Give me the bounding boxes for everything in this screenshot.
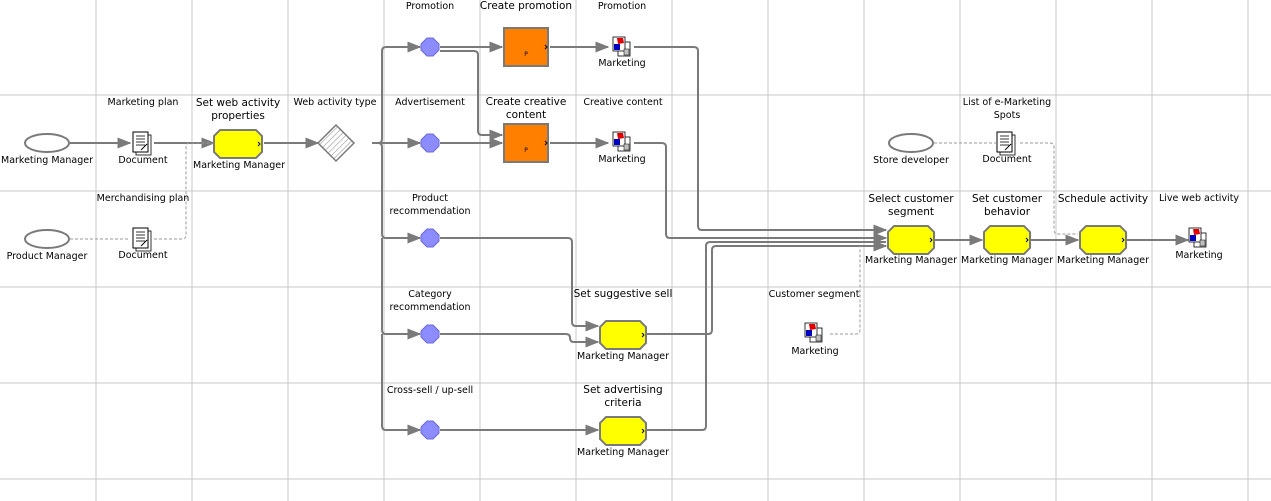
product-manager-actor-label: Product Manager (6, 251, 88, 262)
set-customer-behavior-title: Set customer behavior (971, 193, 1043, 218)
schedule-activity-title: Schedule activity (1057, 193, 1149, 205)
dashed-connectors (70, 142, 1078, 335)
set-suggestive-sell-title: Set suggestive sell (573, 288, 673, 300)
product-recommendation-branch-label: Product recommendation (389, 193, 471, 217)
select-customer-segment-role: Marketing Manager (864, 255, 958, 266)
marketing-manager-actor-shape[interactable] (24, 133, 70, 153)
emarketing-spots-document-label: Document (982, 154, 1032, 165)
store-developer-actor-label: Store developer (873, 155, 949, 166)
promotion-output-system: Marketing (598, 58, 646, 69)
event-product-recommendation (420, 228, 440, 248)
marketing-plan-document-label: Document (118, 155, 168, 166)
live-web-activity-system: Marketing (1175, 250, 1223, 261)
event-promotion (420, 37, 440, 57)
select-customer-segment-title: Select customer segment (868, 193, 954, 218)
create-creative-content-title: Create creative content (485, 96, 567, 121)
web-activity-type-decision[interactable] (316, 123, 356, 163)
create-promotion-title: Create promotion (479, 0, 573, 12)
product-manager-actor-shape[interactable] (24, 229, 70, 249)
set-advertising-criteria-title: Set advertising criteria (583, 384, 663, 409)
promotion-output-label: Promotion (597, 1, 647, 12)
store-developer-actor-shape[interactable] (888, 133, 934, 153)
emarketing-spots-label: List of e-Marketing Spots (962, 97, 1052, 121)
set-web-activity-role: Marketing Manager (192, 160, 286, 171)
task-create-creative-content[interactable] (503, 123, 549, 163)
marketing-plan-label: Marketing plan (107, 97, 179, 108)
event-advertisement (420, 133, 440, 153)
promotion-branch-label: Promotion (405, 1, 455, 12)
event-category-recommendation (420, 324, 440, 344)
creative-output-label: Creative content (583, 97, 663, 108)
branch-events[interactable] (420, 37, 440, 440)
set-web-activity-title: Set web activity properties (195, 97, 281, 122)
category-recommendation-branch-label: Category recommendation (389, 289, 471, 313)
create-promotion-marker: P (524, 51, 528, 58)
connector-lines (70, 41, 1190, 436)
cross-sell-branch-label: Cross-sell / up-sell (386, 385, 474, 396)
creative-output-system: Marketing (598, 154, 646, 165)
task-set-web-activity[interactable] (213, 129, 263, 159)
task-set-advertising-criteria[interactable] (599, 416, 647, 446)
advertisement-branch-label: Advertisement (395, 97, 465, 108)
web-activity-type-label: Web activity type (293, 97, 377, 108)
merchandising-plan-label: Merchandising plan (96, 193, 190, 204)
customer-segment-system: Marketing (791, 346, 839, 357)
event-cross-sell (420, 420, 440, 440)
merchandising-plan-document-label: Document (118, 250, 168, 261)
schedule-activity-role: Marketing Manager (1056, 255, 1150, 266)
task-create-promotion[interactable] (503, 27, 549, 67)
live-web-activity-label: Live web activity (1158, 193, 1240, 204)
marketing-manager-actor-label: Marketing Manager (0, 155, 94, 166)
customer-segment-label: Customer segment (768, 289, 860, 300)
task-schedule-activity[interactable] (1079, 225, 1127, 255)
set-customer-behavior-role: Marketing Manager (960, 255, 1054, 266)
create-creative-marker: P (524, 147, 528, 154)
set-advertising-criteria-role: Marketing Manager (576, 447, 670, 458)
task-set-suggestive-sell[interactable] (599, 320, 647, 350)
task-select-customer-segment[interactable] (887, 225, 935, 255)
set-suggestive-sell-role: Marketing Manager (576, 351, 670, 362)
task-set-customer-behavior[interactable] (983, 225, 1031, 255)
